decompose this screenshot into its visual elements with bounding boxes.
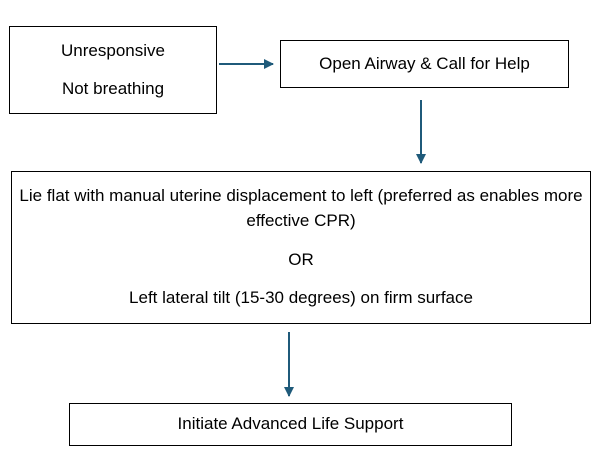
not-breathing-label: Not breathing	[61, 78, 165, 98]
open-airway-label: Open Airway & Call for Help	[319, 53, 530, 73]
lateral-tilt-option: Left lateral tilt (15-30 degrees) on fir…	[129, 288, 473, 308]
or-separator: OR	[288, 249, 314, 269]
advanced-life-support-label: Initiate Advanced Life Support	[177, 414, 404, 434]
unresponsive-node: Unresponsive Not breathing	[9, 26, 217, 114]
positioning-node: Lie flat with manual uterine displacemen…	[11, 171, 591, 324]
lie-flat-option: Lie flat with manual uterine displacemen…	[19, 186, 583, 230]
open-airway-node: Open Airway & Call for Help	[280, 40, 569, 88]
advanced-life-support-node: Initiate Advanced Life Support	[69, 403, 512, 446]
unresponsive-label: Unresponsive	[61, 40, 165, 60]
